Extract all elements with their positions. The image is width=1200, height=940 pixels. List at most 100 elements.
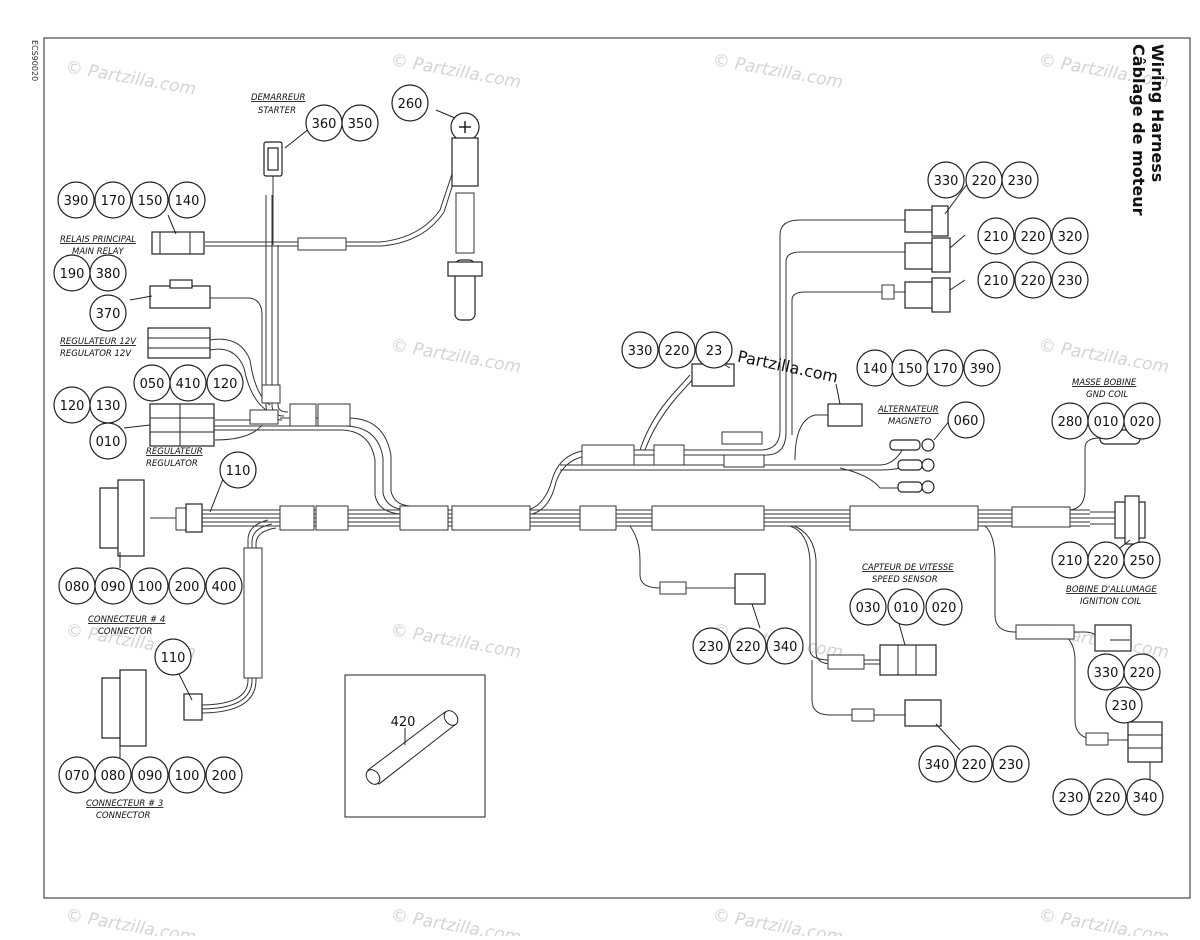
callout-number: 330 [1094, 666, 1119, 681]
callout-210: 210 [1051, 541, 1089, 579]
callout-circle [963, 349, 1001, 387]
callout-circle [977, 217, 1015, 255]
callout-circle [89, 422, 127, 460]
callout-number: 130 [96, 399, 121, 414]
callout-circle [1052, 778, 1090, 816]
callout-circle [57, 181, 95, 219]
callout-circle [658, 331, 696, 369]
callout-number: 370 [96, 307, 121, 322]
label-regulator-en: REGULATOR [146, 459, 198, 469]
connector-330-220-230-low [1094, 624, 1132, 652]
callout-170: 170 [94, 181, 132, 219]
callout-number: 170 [933, 362, 958, 377]
callout-circle [219, 451, 257, 489]
speed-sensor-connector [879, 644, 937, 676]
label-connector3-fr: CONNECTEUR # 3 [86, 799, 163, 809]
callout-100: 100 [131, 567, 169, 605]
callout-number: 410 [176, 377, 201, 392]
callout-circle [992, 745, 1030, 783]
callout-number: 010 [1094, 415, 1119, 430]
callout-circle [168, 567, 206, 605]
callout-circle [1001, 161, 1039, 199]
connector-shapes [99, 112, 1163, 763]
callout-number: 340 [1133, 791, 1158, 806]
callout-circle [168, 181, 206, 219]
callout-circle [695, 331, 733, 369]
label-gnd-coil-en: GND COIL [1086, 390, 1128, 400]
callout-number: 100 [138, 580, 163, 595]
callout-number: 150 [898, 362, 923, 377]
callout-150: 150 [891, 349, 929, 387]
callout-circle [1089, 778, 1127, 816]
callout-number: 110 [161, 651, 186, 666]
callout-number: 220 [962, 758, 987, 773]
label-main-relay-en: MAIN RELAY [72, 247, 125, 257]
callout-circle [955, 745, 993, 783]
callout-circle [1123, 541, 1161, 579]
callout-circle [692, 627, 730, 665]
callout-circle [1105, 686, 1143, 724]
callout-220: 220 [658, 331, 696, 369]
callout-number: 320 [1058, 230, 1083, 245]
callout-090: 090 [131, 756, 169, 794]
watermark: © Partzilla.com [64, 905, 197, 936]
callout-circle [154, 638, 192, 676]
callout-circle [1014, 261, 1052, 299]
callout-number: 210 [984, 230, 1009, 245]
callout-100: 100 [168, 756, 206, 794]
callout-circle [926, 349, 964, 387]
callout-number: 340 [773, 640, 798, 655]
callout-number: 020 [1130, 415, 1155, 430]
callout-circle [1123, 653, 1161, 691]
callout-circle [1126, 778, 1164, 816]
component-labels: DEMARREUR STARTER RELAIS PRINCIPAL MAIN … [60, 93, 1157, 821]
callout-23: 23 [695, 331, 733, 369]
callout-number: 080 [65, 580, 90, 595]
watermark: © Partzilla.com [64, 57, 197, 100]
callout-number: 220 [1094, 554, 1119, 569]
label-starter-fr: DEMARREUR [251, 93, 305, 103]
callout-330: 330 [621, 331, 659, 369]
callout-380: 380 [89, 254, 127, 292]
callout-number: 210 [1058, 554, 1083, 569]
callout-circle [766, 627, 804, 665]
label-connector3-en: CONNECTOR [96, 811, 151, 821]
watermark: © Partzilla.com [389, 335, 522, 378]
callout-080: 080 [58, 567, 96, 605]
part-420-label: 420 [391, 715, 416, 730]
callout-210: 210 [977, 261, 1015, 299]
callout-number: 020 [932, 601, 957, 616]
label-speed-fr: CAPTEUR DE VITESSE [862, 563, 954, 573]
callout-number: 230 [1112, 699, 1137, 714]
label-ign-coil-fr: BOBINE D'ALLUMAGE [1066, 585, 1157, 595]
callout-010: 010 [1087, 402, 1125, 440]
label-magneto-fr: ALTERNATEUR [877, 405, 939, 415]
callout-number: 230 [1058, 274, 1083, 289]
callout-circle [729, 627, 767, 665]
callout-number: 230 [699, 640, 724, 655]
callout-number: 230 [1059, 791, 1084, 806]
callout-070: 070 [58, 756, 96, 794]
callout-number: 220 [736, 640, 761, 655]
regulator-connector [149, 403, 215, 447]
label-main-relay-fr: RELAIS PRINCIPAL [60, 235, 136, 245]
callout-number: 390 [970, 362, 995, 377]
watermark: © Partzilla.com [1037, 905, 1170, 936]
callout-circle [1014, 217, 1052, 255]
harness-wiring [150, 164, 1130, 741]
callout-140: 140 [856, 349, 894, 387]
callout-number: 280 [1058, 415, 1083, 430]
label-regulator12-fr: REGULATEUR 12V [60, 337, 137, 347]
callout-number: 210 [984, 274, 1009, 289]
callout-340: 340 [766, 627, 804, 665]
label-ign-coil-en: IGNITION COIL [1080, 597, 1142, 607]
callout-230: 230 [692, 627, 730, 665]
inset-part-420 [344, 674, 486, 818]
callout-number: 200 [175, 580, 200, 595]
callout-200: 200 [168, 567, 206, 605]
callout-170: 170 [926, 349, 964, 387]
callout-circle [168, 756, 206, 794]
callout-220: 220 [1014, 217, 1052, 255]
